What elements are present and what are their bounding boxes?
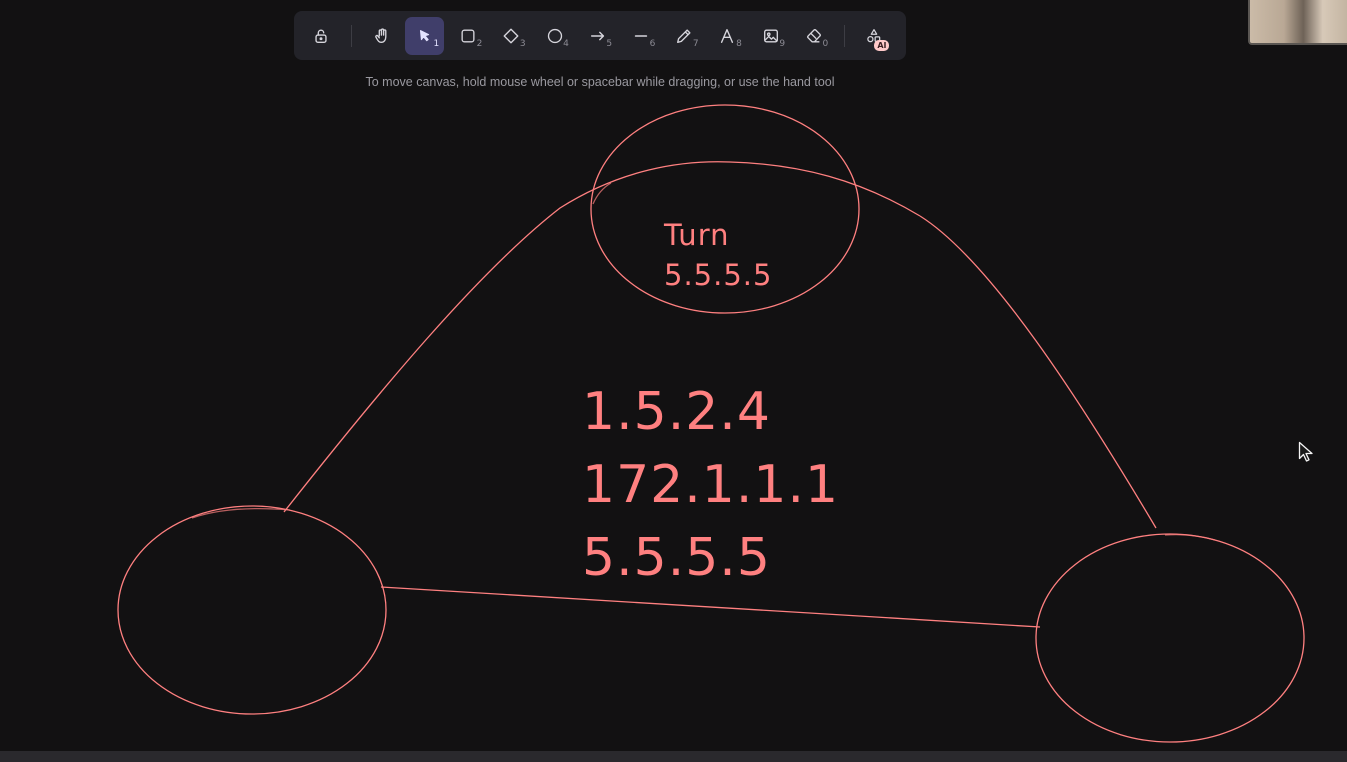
tool-shortcut-key: 1 [433, 38, 440, 49]
link-left-to-right[interactable] [380, 586, 1041, 628]
center-address-3: 5.5.5.5 [582, 528, 771, 588]
diamond-icon [503, 28, 519, 43]
tool-eraser[interactable]: 0 [795, 17, 834, 55]
tool-ellipse[interactable]: 4 [535, 17, 574, 55]
tool-shortcut-key: 7 [692, 38, 699, 49]
right-node-ellipse-overlap [1164, 533, 1216, 541]
tool-shortcut-key: 8 [736, 38, 742, 49]
tool-hand[interactable] [362, 17, 401, 55]
tool-draw[interactable]: 7 [665, 17, 704, 55]
top-node-label: Turn 5.5.5.5 [664, 215, 772, 295]
tool-more-shapes[interactable]: AI [855, 17, 894, 55]
ai-badge: AI [874, 39, 890, 51]
top-node-line2: 5.5.5.5 [664, 258, 773, 292]
ellipse-icon [547, 28, 562, 43]
left-node-ellipse[interactable] [117, 505, 387, 715]
toolbar-divider [351, 24, 353, 47]
image-icon [763, 28, 778, 43]
tool-shortcut-key: 6 [649, 38, 656, 49]
webcam-thumbnail [1248, 0, 1347, 45]
lock-icon [315, 29, 327, 43]
tool-shortcut-key: 9 [779, 38, 786, 49]
top-node-ellipse[interactable] [590, 104, 860, 314]
tool-shortcut-key: 0 [822, 38, 829, 49]
tool-text[interactable]: 8 [708, 17, 747, 55]
right-node-ellipse[interactable] [1035, 533, 1305, 743]
mouse-cursor-icon [1298, 441, 1313, 462]
toolbar-divider [843, 24, 845, 47]
tool-shortcut-key: 3 [519, 38, 526, 49]
rectangle-icon [461, 28, 475, 43]
center-address-list: 1.5.2.4 172.1.1.1 5.5.5.5 [582, 376, 839, 595]
pointer-icon [419, 29, 429, 41]
tool-shortcut-key: 2 [476, 38, 483, 49]
left-node-ellipse-overlap [191, 507, 291, 519]
toolbar: 1 2 3 4 5 6 7 [294, 11, 906, 60]
tool-arrow[interactable]: 5 [578, 17, 617, 55]
line-icon [634, 34, 648, 37]
tool-rectangle[interactable]: 2 [449, 17, 488, 55]
tool-lock[interactable] [302, 17, 341, 55]
tool-diamond[interactable]: 3 [492, 17, 531, 55]
top-node-line1: Turn [664, 218, 730, 252]
bottom-bar [0, 751, 1347, 762]
link-top-to-right[interactable] [919, 215, 1157, 529]
eraser-icon [807, 28, 821, 43]
tool-shortcut-key: 4 [563, 38, 569, 49]
hand-icon [374, 27, 387, 43]
link-left-to-top[interactable] [283, 161, 921, 513]
tool-line[interactable]: 6 [622, 17, 661, 55]
top-node-ellipse-overlap [592, 182, 612, 205]
tool-selection[interactable]: 1 [405, 16, 445, 55]
text-icon [721, 28, 734, 43]
tool-shortcut-key: 5 [606, 38, 613, 49]
canvas-hint: To move canvas, hold mouse wheel or spac… [365, 75, 835, 89]
pencil-icon [677, 28, 691, 43]
tool-image[interactable]: 9 [751, 17, 790, 55]
center-address-1: 1.5.2.4 [582, 382, 771, 442]
arrow-icon [590, 31, 604, 40]
center-address-2: 172.1.1.1 [582, 455, 840, 515]
